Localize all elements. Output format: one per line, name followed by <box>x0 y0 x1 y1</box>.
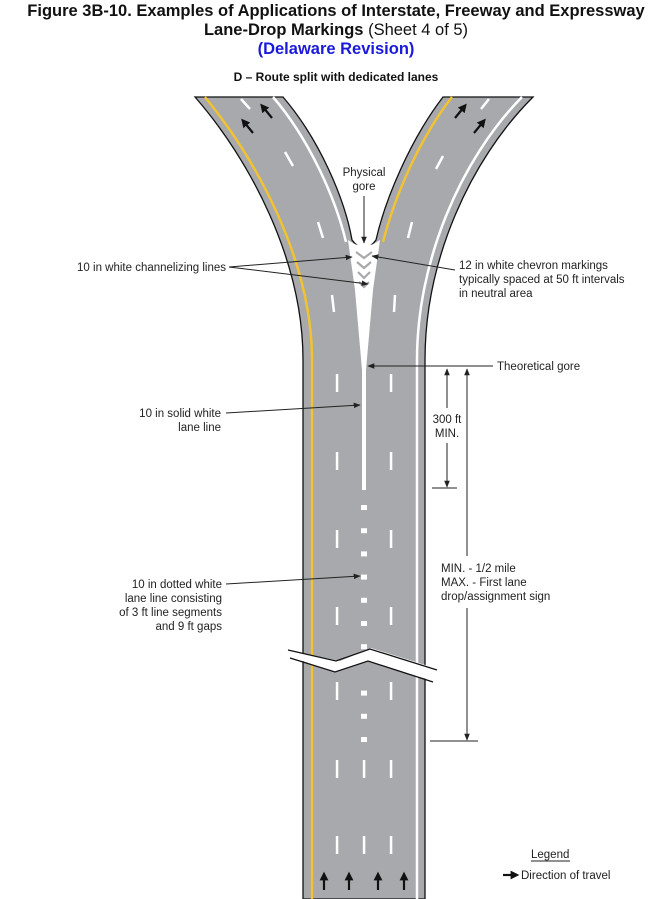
dotted-line-text: and 9 ft gaps <box>156 621 223 633</box>
lane-dash <box>389 607 393 625</box>
yellow-edge-line-right-branch <box>381 96 453 243</box>
lane-dash <box>335 452 339 470</box>
solid-white-lane-line <box>362 365 366 490</box>
lane-dash <box>362 760 366 778</box>
lane-dot <box>361 690 367 696</box>
label-channelizing: 10 in white channelizing lines <box>77 254 369 287</box>
channelizing-text: 10 in white channelizing lines <box>77 262 226 274</box>
lane-dash <box>335 682 339 700</box>
lane-dash <box>389 682 393 700</box>
min300-text: MIN. <box>435 428 459 440</box>
lane-dash <box>389 374 393 392</box>
dotted-line-text: lane line consisting <box>125 593 222 605</box>
solid-line-text: lane line <box>178 422 221 434</box>
legend-title: Legend <box>531 849 569 861</box>
label-chevron: 12 in white chevron markings typically s… <box>371 254 625 300</box>
lane-dot <box>361 551 367 557</box>
chevron-text: in neutral area <box>459 288 533 300</box>
legend-direction-text: Direction of travel <box>521 870 610 882</box>
lane-dot <box>361 597 367 603</box>
diagram-subtitle: D – Route split with dedicated lanes <box>233 70 439 84</box>
white-edge-line-left-branch <box>272 96 348 243</box>
legend: Legend Direction of travel <box>503 849 610 882</box>
lane-dot <box>361 528 367 534</box>
break-line-edge-top <box>287 648 438 671</box>
lane-dot <box>361 574 367 580</box>
lane-line-dashes <box>335 374 393 854</box>
lane-dot <box>361 644 367 650</box>
branch-lane-dashes <box>240 98 490 313</box>
lane-dash <box>335 607 339 625</box>
break-line <box>288 648 438 681</box>
label-theoretical-gore: Theoretical gore <box>367 361 580 373</box>
lane-dash <box>362 836 366 854</box>
sheet-label: (Sheet 4 of 5) <box>363 21 469 39</box>
lane-dash <box>335 374 339 392</box>
chevron-text: typically spaced at 50 ft intervals <box>459 274 625 286</box>
dotted-line-text: 10 in dotted white <box>132 579 222 591</box>
lane-dash <box>389 760 393 778</box>
dimension-300ft: 300 ft MIN. <box>432 368 463 489</box>
figure-title-line2: Lane-Drop Markings (Sheet 4 of 5) <box>0 21 672 40</box>
min300-text: 300 ft <box>433 414 463 426</box>
dimension-distance: MIN. - 1/2 mile MAX. - First lane drop/a… <box>430 368 550 742</box>
lane-dash <box>389 452 393 470</box>
figure-title: Figure 3B-10. Examples of Applications o… <box>27 2 645 20</box>
label-dotted-line: 10 in dotted white lane line consisting … <box>119 573 361 633</box>
lane-dash <box>335 530 339 548</box>
white-edge-line-right <box>415 96 523 899</box>
distance-text: drop/assignment sign <box>441 591 550 603</box>
distance-text: MAX. - First lane <box>441 577 527 589</box>
neutral-area-channelizing <box>348 240 380 370</box>
revision-label: (Delaware Revision) <box>257 40 415 58</box>
title-bold: Lane-Drop Markings <box>203 21 364 39</box>
chevron-text: 12 in white chevron markings <box>459 260 608 272</box>
chevron-markings <box>355 251 373 289</box>
lane-dash <box>389 530 393 548</box>
lane-dash <box>335 836 339 854</box>
distance-text: MIN. - 1/2 mile <box>441 563 516 575</box>
theoretical-gore-text: Theoretical gore <box>497 361 580 373</box>
break-line-edge-bottom <box>289 657 434 683</box>
lane-dot <box>361 737 367 742</box>
lane-dash <box>335 760 339 778</box>
yellow-edge-line-left <box>204 96 314 899</box>
lane-dash <box>389 836 393 854</box>
lane-dot <box>361 621 367 626</box>
physical-gore-text: gore <box>352 181 375 193</box>
solid-line-text: 10 in solid white <box>139 408 221 420</box>
lane-dot <box>361 505 367 510</box>
dotted-line-text: of 3 ft line segments <box>119 607 222 619</box>
label-solid-line: 10 in solid white lane line <box>139 402 361 434</box>
lane-dot <box>361 713 367 719</box>
label-physical-gore: Physical gore <box>343 167 386 244</box>
dotted-white-lane-line <box>361 505 367 742</box>
direction-arrows <box>241 103 486 890</box>
physical-gore-text: Physical <box>343 167 386 179</box>
